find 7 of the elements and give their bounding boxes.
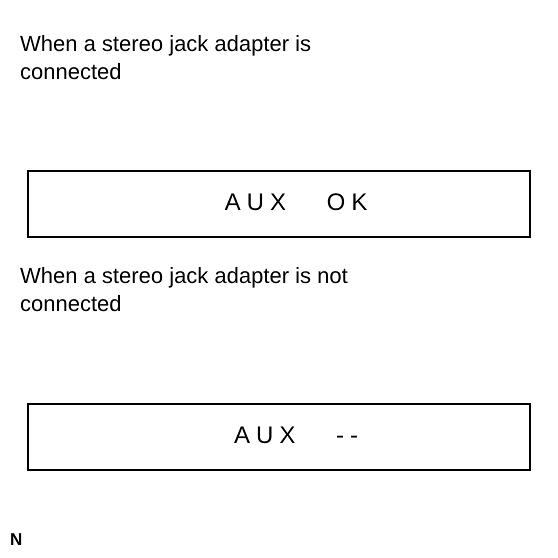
display-screen — [27, 170, 531, 238]
caption-text: When a stereo jack adapter is connected — [20, 30, 312, 86]
display-text: AUX OK — [224, 189, 374, 217]
caption-text: When a stereo jack adapter is not connected — [20, 262, 349, 318]
figure-code: N — [10, 530, 22, 550]
display-screen — [27, 403, 531, 471]
display-text: AUX -- — [233, 422, 365, 450]
